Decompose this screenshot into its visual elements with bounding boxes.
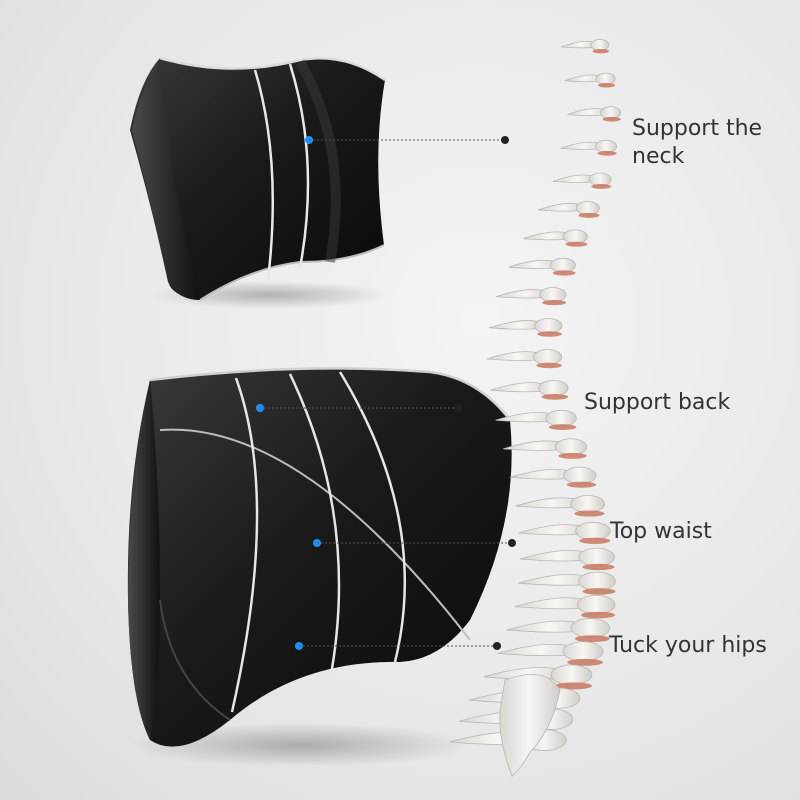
spine	[449, 39, 622, 777]
vertebra	[570, 618, 611, 638]
label-support-neck: Support the neck	[632, 116, 763, 169]
vertebra	[576, 594, 616, 615]
lumbar-cushion	[127, 367, 512, 767]
vertebra	[539, 287, 567, 303]
spinal-disc	[574, 635, 610, 643]
vertebra	[550, 664, 593, 686]
vertebra	[588, 172, 612, 187]
spinal-disc	[566, 481, 597, 488]
spinal-disc	[552, 270, 576, 276]
spinal-disc	[597, 150, 617, 156]
vertebra	[534, 318, 563, 334]
vertebra	[590, 39, 610, 51]
vertebra	[570, 495, 605, 513]
leader-end-dots	[454, 136, 516, 650]
vertebra	[562, 229, 588, 244]
leader-lines	[260, 139, 512, 647]
spinal-disc	[582, 588, 616, 595]
label-support-back: Support back	[584, 390, 731, 415]
spinal-disc	[598, 82, 616, 88]
spinal-disc	[548, 424, 577, 430]
spinal-disc	[582, 563, 615, 571]
vertebra	[575, 201, 600, 215]
spinal-disc	[567, 658, 604, 666]
spinal-disc	[555, 682, 592, 690]
vertebra	[578, 547, 615, 567]
label-tuck-hips: Tuck your hips	[609, 633, 767, 658]
spinal-disc	[542, 299, 567, 306]
neck-pillow	[130, 56, 390, 309]
vertebra	[595, 139, 617, 153]
spinal-disc	[537, 331, 562, 337]
spinal-disc	[541, 393, 569, 400]
spinal-disc	[579, 537, 611, 544]
spinal-disc	[565, 241, 588, 247]
label-top-waist: Top waist	[610, 519, 712, 544]
vertebra	[554, 438, 588, 456]
spinal-disc	[558, 452, 587, 459]
spinal-disc	[574, 510, 605, 517]
vertebra	[578, 571, 616, 591]
vertebra	[533, 349, 563, 365]
vertebra	[575, 521, 611, 541]
spinal-disc	[581, 611, 616, 619]
spinal-disc	[602, 116, 621, 122]
vertebra	[595, 72, 616, 85]
vertebra	[563, 466, 597, 485]
vertebra	[562, 641, 604, 662]
spinal-disc	[578, 212, 600, 218]
spinal-disc	[592, 49, 609, 54]
vertebra	[538, 380, 569, 397]
spinal-disc	[591, 184, 612, 189]
sacrum	[499, 674, 561, 777]
vertebra	[549, 257, 576, 273]
spinal-disc	[536, 362, 562, 369]
vertebra	[600, 106, 622, 119]
vertebra	[545, 409, 577, 427]
